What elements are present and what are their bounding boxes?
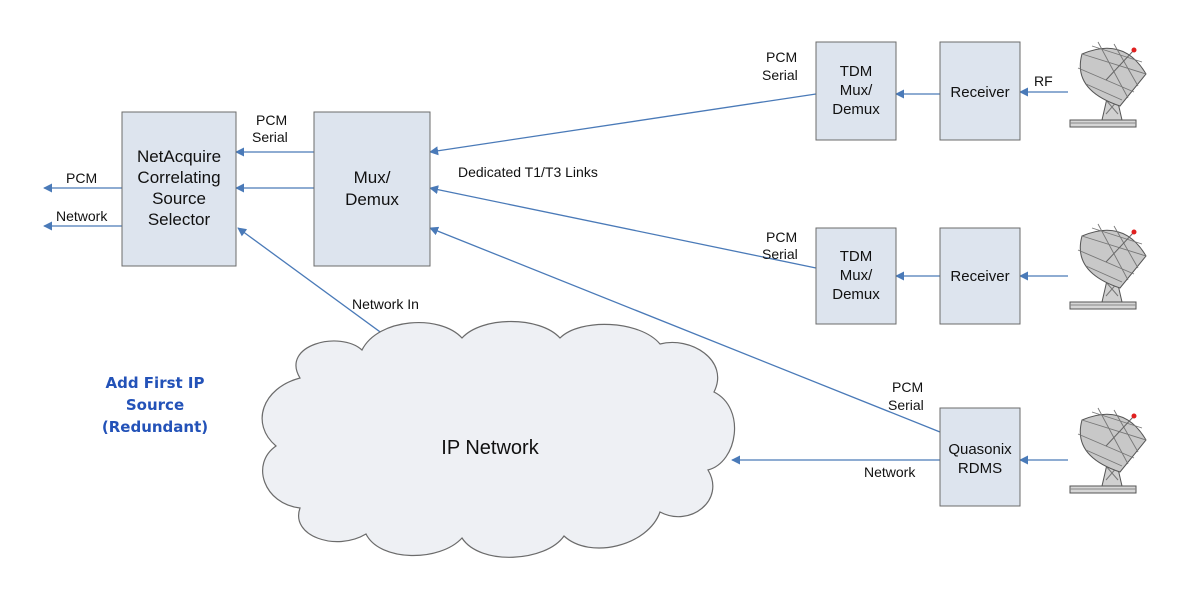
- rdms-line-1: Quasonix: [948, 441, 1012, 458]
- tdm2-line-1: TDM: [840, 248, 873, 265]
- selector-line-4: Selector: [148, 210, 211, 229]
- link-tdm2-to-mux: [429, 185, 817, 269]
- mux-box: Mux/ Demux: [313, 111, 431, 267]
- label-dedicated-links: Dedicated T1/T3 Links: [458, 164, 598, 180]
- mux-line-1: Mux/: [354, 168, 391, 187]
- tdm1-box: TDM Mux/ Demux: [815, 41, 897, 141]
- label-pcm-serial-tdm2-2: Serial: [762, 246, 798, 262]
- tdm2-line-2: Mux/: [840, 267, 873, 284]
- link-cloud-to-selector: [237, 227, 403, 349]
- label-pcm-serial-rdms-1: PCM: [892, 379, 923, 395]
- cloud-label: IP Network: [441, 437, 539, 459]
- rdms-line-2: RDMS: [958, 460, 1002, 477]
- label-pcm-serial-tdm1-2: Serial: [762, 67, 798, 83]
- link-rdms-to-mux: [429, 226, 941, 433]
- label-pcm-out: PCM: [66, 170, 97, 186]
- label-pcm-serial-rdms-2: Serial: [888, 397, 924, 413]
- link-tdm1-to-mux: [429, 93, 817, 156]
- ip-network-cloud: IP Network: [261, 321, 736, 558]
- links: [43, 87, 1068, 465]
- tdm1-line-1: TDM: [840, 63, 873, 80]
- label-pcm-serial-mux-1: PCM: [256, 112, 287, 128]
- callout-line-2: Source: [126, 396, 184, 414]
- label-network-in: Network In: [352, 296, 419, 312]
- label-rf: RF: [1034, 73, 1053, 89]
- callout-line-1: Add First IP: [106, 374, 205, 392]
- selector-box: NetAcquire Correlating Source Selector: [121, 111, 237, 267]
- receiver1-label: Receiver: [950, 84, 1009, 101]
- selector-line-1: NetAcquire: [137, 147, 221, 166]
- callout-line-3: (Redundant): [102, 418, 208, 436]
- satellite-dish-icon: [1069, 41, 1147, 128]
- callout-add-ip-source: Add First IP Source (Redundant): [102, 374, 208, 436]
- satellite-dish-icon: [1069, 223, 1147, 310]
- mux-line-2: Demux: [345, 190, 399, 209]
- rdms-box: Quasonix RDMS: [939, 407, 1021, 507]
- satellite-dish-icon: [1069, 407, 1147, 494]
- receiver1-box: Receiver: [939, 41, 1021, 141]
- label-pcm-serial-tdm1-1: PCM: [766, 49, 797, 65]
- receiver2-box: Receiver: [939, 227, 1021, 325]
- tdm2-box: TDM Mux/ Demux: [815, 227, 897, 325]
- tdm1-line-2: Mux/: [840, 82, 873, 99]
- label-network-out: Network: [56, 208, 108, 224]
- selector-line-2: Correlating: [137, 168, 220, 187]
- receiver2-label: Receiver: [950, 268, 1009, 285]
- label-pcm-serial-tdm2-1: PCM: [766, 229, 797, 245]
- tdm2-line-3: Demux: [832, 286, 880, 303]
- label-pcm-serial-mux-2: Serial: [252, 129, 288, 145]
- selector-line-3: Source: [152, 189, 206, 208]
- tdm1-line-3: Demux: [832, 101, 880, 118]
- label-network-rdms: Network: [864, 464, 916, 480]
